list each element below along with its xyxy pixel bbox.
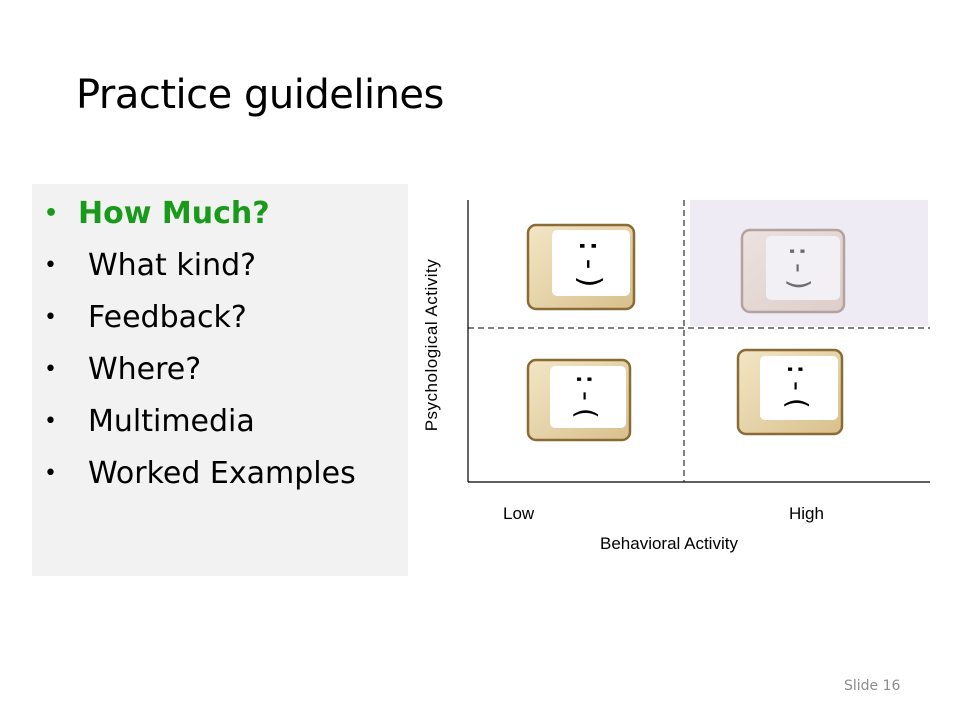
bullet-dot-icon: •: [44, 253, 57, 278]
bullet-item: •Worked Examples: [44, 448, 356, 500]
bullet-panel: [32, 184, 408, 576]
slide-number: Slide 16: [844, 678, 901, 694]
bullet-item: •Where?: [44, 344, 356, 396]
bullet-dot-icon: •: [44, 409, 57, 434]
sad-face-key-icon: :-(: [736, 348, 844, 436]
happy-face-key-icon: :-): [526, 223, 636, 311]
slide-title: Practice guidelines: [76, 72, 444, 118]
x-axis-label: Behavioral Activity: [600, 534, 738, 553]
bullet-dot-icon: •: [44, 357, 57, 382]
quadrant-diagram: :-) :-) :-( :-(: [467, 200, 930, 483]
svg-text::-): :-): [572, 237, 607, 291]
bullet-item: •What kind?: [44, 240, 356, 292]
bullet-item: •Multimedia: [44, 396, 356, 448]
svg-text::-(: :-(: [781, 361, 814, 412]
bullet-item: •Feedback?: [44, 292, 356, 344]
bullet-item: •How Much?: [44, 188, 356, 240]
bullet-list: •How Much? •What kind? •Feedback? •Where…: [44, 188, 356, 500]
sad-face-key-icon: :-(: [526, 358, 632, 442]
svg-text::-(: :-(: [570, 371, 603, 422]
bullet-dot-icon: •: [44, 461, 57, 486]
bullet-dot-icon: •: [44, 305, 57, 330]
x-low-label: Low: [503, 504, 535, 523]
bullet-dot-icon: •: [44, 201, 59, 226]
happy-face-key-faded-icon: :-): [740, 228, 846, 314]
svg-text::-): :-): [783, 243, 816, 294]
x-high-label: High: [789, 504, 824, 523]
